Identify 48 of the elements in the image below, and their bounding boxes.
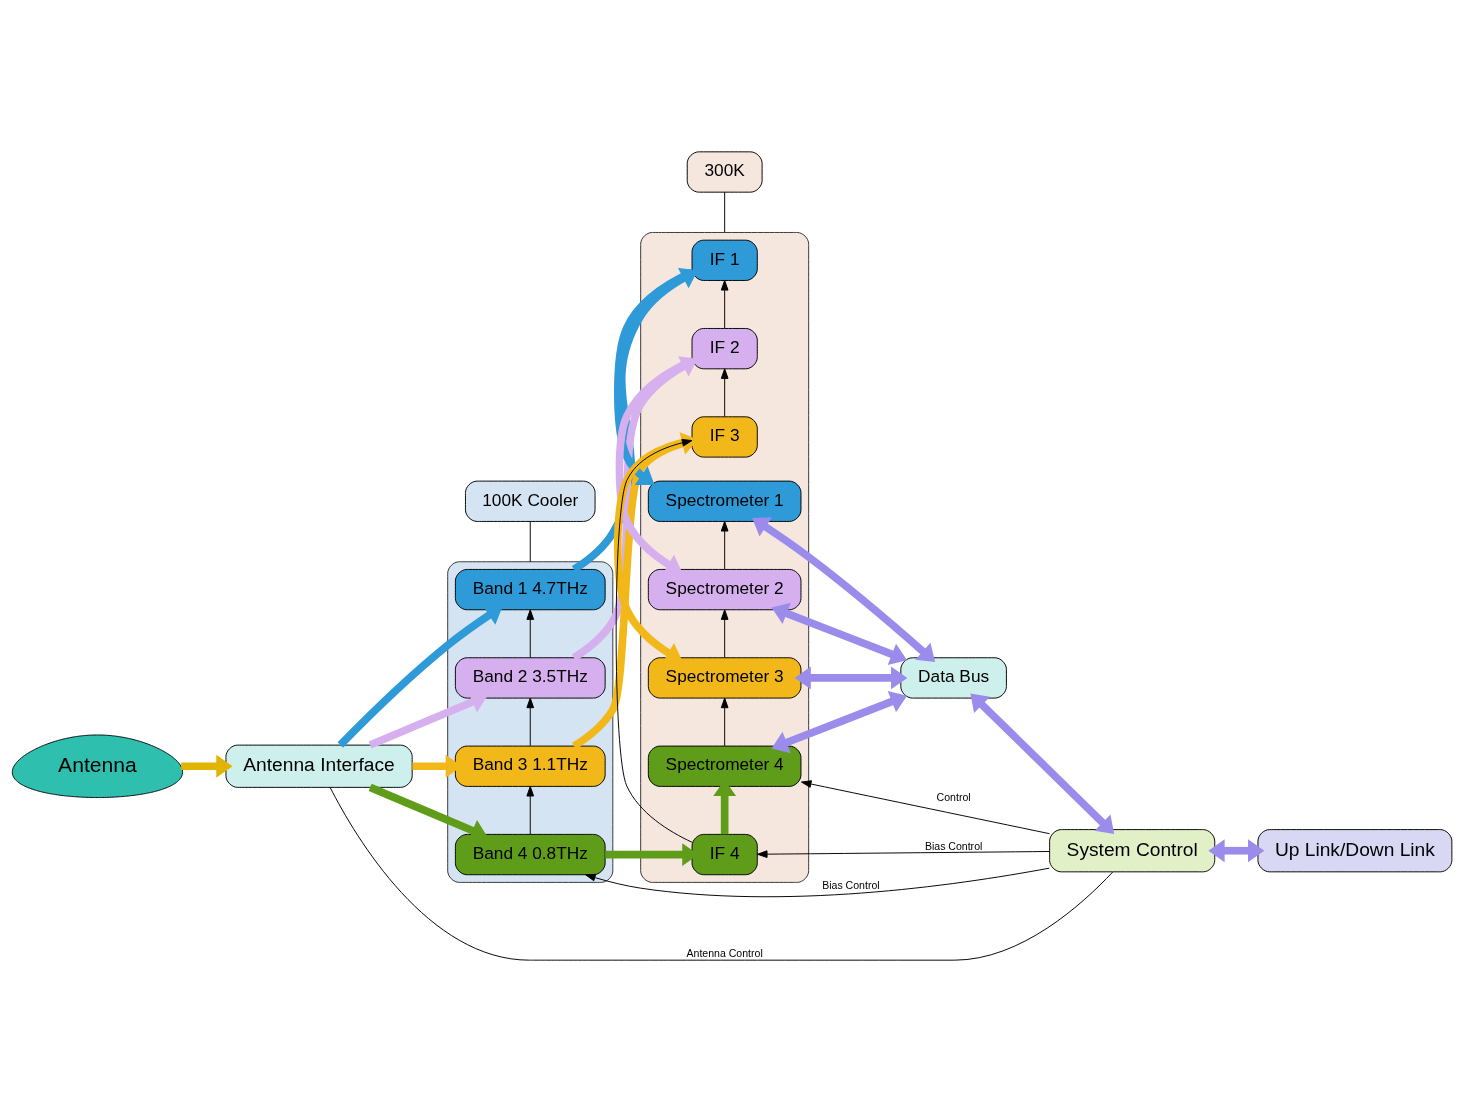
node-box: Band 1 4.7THz bbox=[454, 568, 606, 610]
arrow bbox=[720, 697, 729, 746]
node-box: Antenna Interface bbox=[225, 744, 413, 788]
edge-label: Bias Control bbox=[924, 839, 983, 852]
arrow bbox=[526, 608, 535, 658]
node-box: IF 1 bbox=[691, 239, 758, 281]
node-box: Spectrometer 1 bbox=[647, 480, 802, 522]
connector bbox=[329, 786, 1114, 961]
arrow bbox=[720, 608, 729, 658]
node-box: Spectrometer 3 bbox=[647, 656, 802, 699]
arrow bbox=[720, 367, 729, 417]
arrow bbox=[526, 697, 535, 746]
connector bbox=[529, 520, 531, 562]
arrow bbox=[800, 779, 1050, 834]
arrow bbox=[756, 849, 1050, 858]
node-box: IF 2 bbox=[691, 327, 758, 369]
node-box: Band 4 0.8THz bbox=[454, 833, 606, 875]
arrow bbox=[571, 355, 698, 661]
arrow bbox=[613, 268, 694, 485]
edge-label: Control bbox=[936, 790, 971, 803]
arrow bbox=[1208, 838, 1265, 862]
node-box: 100K Cooler bbox=[464, 480, 596, 522]
edge-label: Bias Control bbox=[822, 878, 880, 891]
arrow bbox=[720, 279, 729, 329]
arrow bbox=[794, 666, 908, 689]
node-box: Up Link/Down Link bbox=[1257, 828, 1453, 872]
arrow bbox=[615, 438, 693, 843]
node-box: Data Bus bbox=[900, 656, 1007, 699]
node-box: IF 3 bbox=[691, 415, 758, 458]
arrow bbox=[720, 520, 729, 570]
arrow bbox=[526, 785, 535, 835]
arrow bbox=[752, 516, 936, 662]
arrow bbox=[771, 690, 908, 753]
arrow bbox=[181, 754, 233, 778]
arrow bbox=[771, 602, 908, 665]
node-box: Band 2 3.5THz bbox=[454, 656, 606, 699]
node-box: IF 4 bbox=[691, 833, 758, 875]
arrow bbox=[571, 267, 698, 573]
node-box: Band 3 1.1THz bbox=[454, 745, 606, 787]
node-box: Spectrometer 4 bbox=[647, 745, 802, 787]
node-ellipse: Antenna bbox=[11, 734, 184, 798]
node-box: Spectrometer 2 bbox=[647, 568, 802, 610]
connector bbox=[724, 191, 726, 233]
edge-label: Antenna Control bbox=[686, 946, 763, 959]
node-box: 300K bbox=[686, 150, 763, 193]
arrow bbox=[585, 867, 1050, 897]
node-box: System Control bbox=[1049, 828, 1216, 872]
arrow bbox=[970, 692, 1115, 834]
